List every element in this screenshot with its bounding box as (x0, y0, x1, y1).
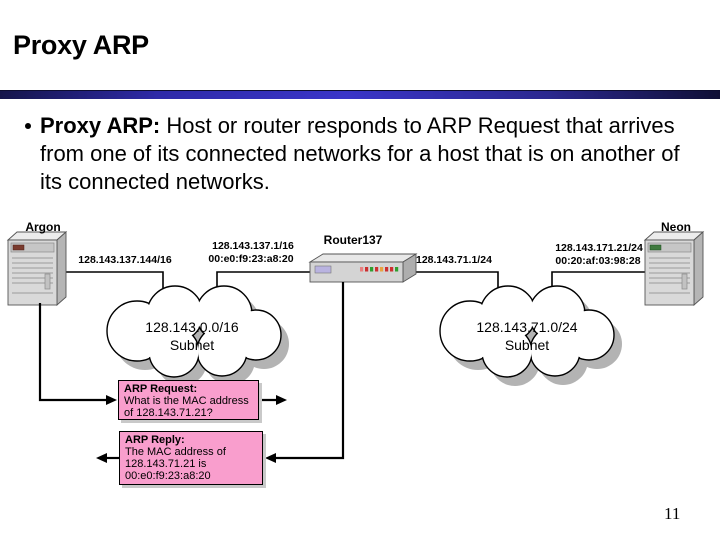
arp-reply-title: ARP Reply: (125, 434, 185, 446)
router-label: Router137 (324, 233, 383, 247)
subnet-right-network: 128.143.71.0/24 (476, 319, 577, 335)
arp-reply-line1: The MAC address of (125, 446, 226, 458)
argon-to-request-line (38, 303, 107, 402)
bullet-item: Proxy ARP: Host or router responds to AR… (22, 112, 706, 196)
arp-reply-line2: 128.143.71.21 is (125, 458, 207, 470)
reply-in-arrowhead (265, 453, 276, 463)
request-in-arrowhead (106, 395, 117, 405)
arp-reply-line3: 00:e0:f9:23:a8:20 (125, 470, 211, 482)
bullet-dot (25, 123, 31, 129)
argon-server-icon (6, 230, 68, 307)
bullet-text: Proxy ARP: Host or router responds to AR… (40, 112, 706, 196)
subnet-left-network: 128.143.0.0/16 (145, 319, 239, 335)
router-display (314, 265, 332, 274)
subnet-cloud-right: 128.143.71.0/24 Subnet (439, 285, 622, 386)
router-left-mac-label: 00:e0:f9:23:a8:20 (208, 253, 293, 265)
bullet-rest: Host or router responds to ARP Request t… (40, 113, 680, 194)
arp-request-line1: What is the MAC address (124, 395, 249, 407)
title-divider-bar (0, 90, 720, 99)
neon-mac-label: 00:20:af:03:98:28 (555, 255, 640, 267)
subnet-right-label: Subnet (505, 337, 549, 353)
router-left-ip-label: 128.143.137.1/16 (212, 240, 294, 252)
argon-to-subnet-line (63, 271, 164, 303)
arp-request-title: ARP Request: (124, 383, 198, 395)
router-to-reply-line (275, 282, 345, 460)
neon-label: Neon (661, 220, 691, 234)
argon-label: Argon (25, 220, 60, 234)
cloud-body (108, 287, 280, 376)
router-icon (308, 253, 418, 283)
page-number: 11 (664, 504, 681, 523)
reply-out-arrowhead (96, 453, 107, 463)
arp-request-box: ARP Request: What is the MAC address of … (118, 380, 259, 420)
arp-request-line2: of 128.143.71.21? (124, 407, 213, 419)
page-title: Proxy ARP (13, 30, 149, 60)
router-leds (360, 267, 399, 272)
bullet-lead: Proxy ARP: (40, 113, 161, 138)
cloud-body (441, 287, 613, 376)
subnet-left-label: Subnet (170, 337, 214, 353)
arp-arrows (38, 282, 345, 460)
subnet-cloud-left: 128.143.0.0/16 Subnet (106, 285, 289, 386)
router-right-to-subnet-line (402, 271, 499, 303)
request-out-arrowhead (276, 395, 287, 405)
neon-ip-label: 128.143.171.21/24 (555, 242, 643, 254)
argon-ip-label: 128.143.137.144/16 (78, 254, 172, 266)
neon-server-icon (643, 230, 705, 307)
router-right-ip-label: 128.143.71.1/24 (416, 254, 492, 266)
arp-reply-box: ARP Reply: The MAC address of 128.143.71… (119, 431, 263, 485)
